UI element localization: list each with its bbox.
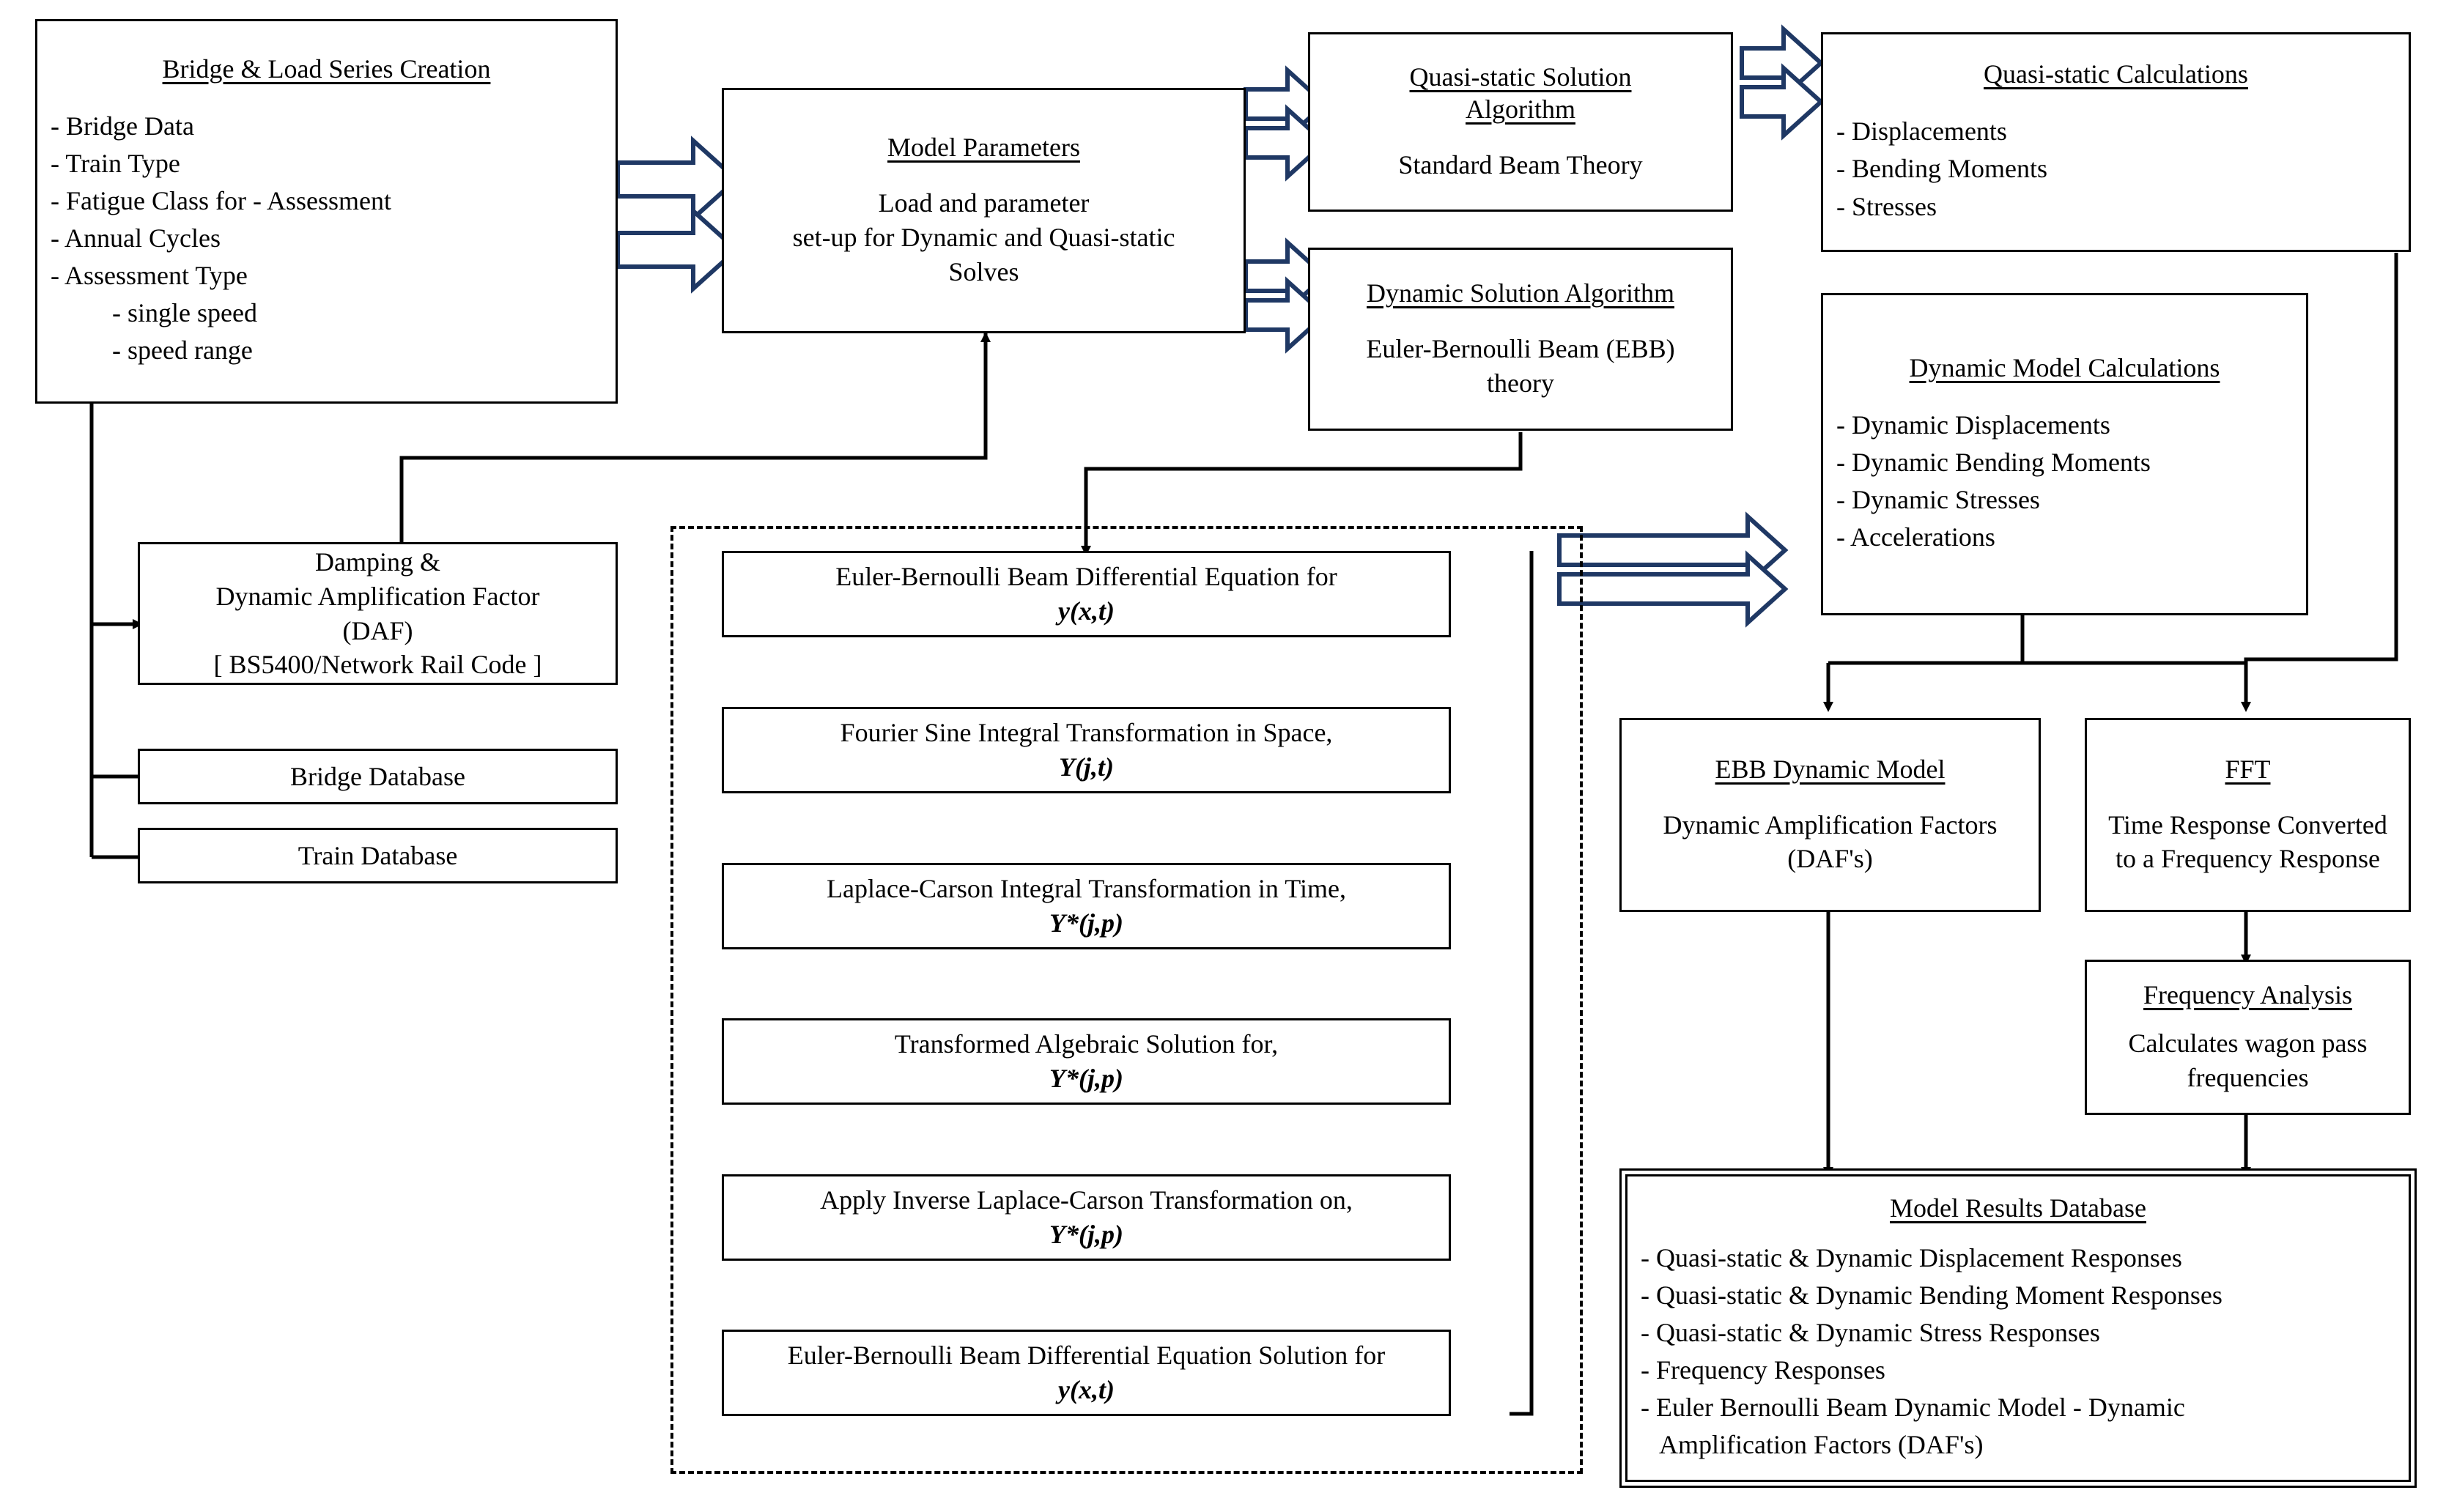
box-title: Model Parameters (887, 133, 1080, 163)
step-math: Y*(j,p) (1049, 908, 1123, 938)
box-model-results-database[interactable]: Model Results Database - Quasi-static & … (1625, 1174, 2411, 1482)
quasi-static-calculations-list: - Displacements - Bending Moments - Stre… (1836, 113, 2395, 225)
step-box-5[interactable]: Apply Inverse Laplace-Carson Transformat… (722, 1174, 1451, 1261)
box-dynamic-model-calculations[interactable]: Dynamic Model Calculations - Dynamic Dis… (1821, 293, 2308, 615)
step-box-4[interactable]: Transformed Algebraic Solution for, Y*(j… (722, 1018, 1451, 1105)
box-title: Bridge & Load Series Creation (162, 53, 491, 84)
step-box-6[interactable]: Euler-Bernoulli Beam Differential Equati… (722, 1330, 1451, 1416)
damping-line-1: Damping & (315, 546, 440, 577)
step-math: Y*(j,p) (1049, 1220, 1123, 1249)
list-item: - Accelerations (1836, 522, 1995, 552)
list-item: - Frequency Responses (1641, 1354, 1885, 1385)
damping-line-2: Dynamic Amplification Factor (215, 581, 540, 611)
list-item: - Quasi-static & Dynamic Displacement Re… (1641, 1242, 2182, 1272)
fft-line-1: Time Response Converted (2108, 809, 2387, 840)
step-math: Y(j,t) (1059, 752, 1114, 782)
list-item: - Dynamic Bending Moments (1836, 447, 2151, 477)
list-item: - Bending Moments (1836, 154, 2047, 184)
list-subitem: - speed range (112, 336, 253, 366)
step-box-1[interactable]: Euler-Bernoulli Beam Differential Equati… (722, 551, 1451, 637)
box-quasi-static-solution-algorithm[interactable]: Quasi-static Solution Algorithm Standard… (1308, 32, 1733, 212)
step-box-2[interactable]: Fourier Sine Integral Transformation in … (722, 707, 1451, 793)
frequency-analysis-line-2: frequencies (2187, 1062, 2309, 1092)
model-results-list: - Quasi-static & Dynamic Displacement Re… (1641, 1239, 2395, 1464)
box-title: Model Results Database (1890, 1193, 2146, 1223)
step-math: y(x,t) (1058, 1375, 1115, 1404)
box-bridge-load-series-creation[interactable]: Bridge & Load Series Creation - Bridge D… (35, 19, 618, 404)
quasi-static-algorithm-body: Standard Beam Theory (1398, 150, 1643, 179)
list-item: - Annual Cycles (51, 223, 221, 253)
step-text: Laplace-Carson Integral Transformation i… (827, 874, 1346, 904)
list-item: - Train Type (51, 148, 180, 178)
box-model-parameters[interactable]: Model Parameters Load and parameter set-… (722, 88, 1246, 333)
box-title: Dynamic Solution Algorithm (1367, 278, 1674, 308)
fft-line-2: to a Frequency Response (2116, 844, 2380, 874)
list-item: - Assessment Type (51, 261, 248, 290)
step-math: y(x,t) (1058, 596, 1115, 626)
box-title-line-2: Algorithm (1466, 94, 1575, 125)
box-title: FFT (2225, 754, 2271, 784)
list-item: - Fatigue Class for - Assessment (51, 185, 391, 215)
box-train-database[interactable]: Train Database (138, 828, 618, 883)
list-item: - Dynamic Stresses (1836, 484, 2040, 514)
box-title: EBB Dynamic Model (1715, 754, 1946, 784)
list-item: Amplification Factors (DAF's) (1641, 1430, 1984, 1460)
box-ebb-dynamic-model[interactable]: EBB Dynamic Model Dynamic Amplification … (1619, 718, 2041, 912)
box-title: Quasi-static Calculations (1984, 59, 2248, 89)
step-text: Transformed Algebraic Solution for, (894, 1029, 1279, 1059)
list-item: - Displacements (1836, 116, 2007, 147)
list-item: - Quasi-static & Dynamic Bending Moment … (1641, 1280, 2223, 1310)
train-database-label: Train Database (298, 840, 458, 870)
box-title: Dynamic Model Calculations (1909, 352, 2220, 382)
model-parameters-line-1: Load and parameter (878, 188, 1090, 218)
list-item: - Dynamic Displacements (1836, 410, 2110, 440)
damping-line-4: [ BS5400/Network Rail Code ] (213, 650, 542, 680)
box-dynamic-solution-algorithm[interactable]: Dynamic Solution Algorithm Euler-Bernoul… (1308, 248, 1733, 431)
step-text: Fourier Sine Integral Transformation in … (840, 718, 1333, 748)
box-quasi-static-calculations[interactable]: Quasi-static Calculations - Displacement… (1821, 32, 2411, 252)
step-text: Euler-Bernoulli Beam Differential Equati… (835, 562, 1337, 592)
list-item: - Stresses (1836, 191, 1937, 221)
bridge-database-label: Bridge Database (290, 761, 465, 791)
step-box-3[interactable]: Laplace-Carson Integral Transformation i… (722, 863, 1451, 949)
bridge-load-item-list: - Bridge Data - Train Type - Fatigue Cla… (51, 108, 602, 370)
step-text: Apply Inverse Laplace-Carson Transformat… (820, 1185, 1353, 1215)
box-damping-and-daf[interactable]: Damping & Dynamic Amplification Factor (… (138, 542, 618, 685)
model-parameters-line-3: Solves (948, 256, 1019, 286)
box-title: Frequency Analysis (2143, 980, 2352, 1010)
damping-line-3: (DAF) (342, 615, 413, 645)
list-subitem: - single speed (112, 298, 257, 328)
dynamic-model-calculations-list: - Dynamic Displacements - Dynamic Bendin… (1836, 407, 2293, 556)
list-item: - Euler Bernoulli Beam Dynamic Model - D… (1641, 1393, 2185, 1423)
frequency-analysis-line-1: Calculates wagon pass (2128, 1029, 2368, 1059)
step-math: Y*(j,p) (1049, 1064, 1123, 1093)
box-title-line-1: Quasi-static Solution (1409, 62, 1632, 92)
ebb-line-2: (DAF's) (1787, 844, 1873, 874)
list-item: - Bridge Data (51, 111, 194, 141)
model-parameters-line-2: set-up for Dynamic and Quasi-static (792, 223, 1175, 253)
box-bridge-database[interactable]: Bridge Database (138, 749, 618, 804)
box-fft[interactable]: FFT Time Response Converted to a Frequen… (2085, 718, 2411, 912)
dynamic-algorithm-line-2: theory (1487, 368, 1554, 398)
box-frequency-analysis[interactable]: Frequency Analysis Calculates wagon pass… (2085, 960, 2411, 1115)
dynamic-algorithm-line-1: Euler-Bernoulli Beam (EBB) (1366, 334, 1675, 364)
dynamic-solution-process-group (670, 526, 1583, 1474)
step-text: Euler-Bernoulli Beam Differential Equati… (787, 1341, 1386, 1371)
list-item: - Quasi-static & Dynamic Stress Response… (1641, 1317, 2100, 1347)
ebb-line-1: Dynamic Amplification Factors (1663, 809, 1998, 840)
